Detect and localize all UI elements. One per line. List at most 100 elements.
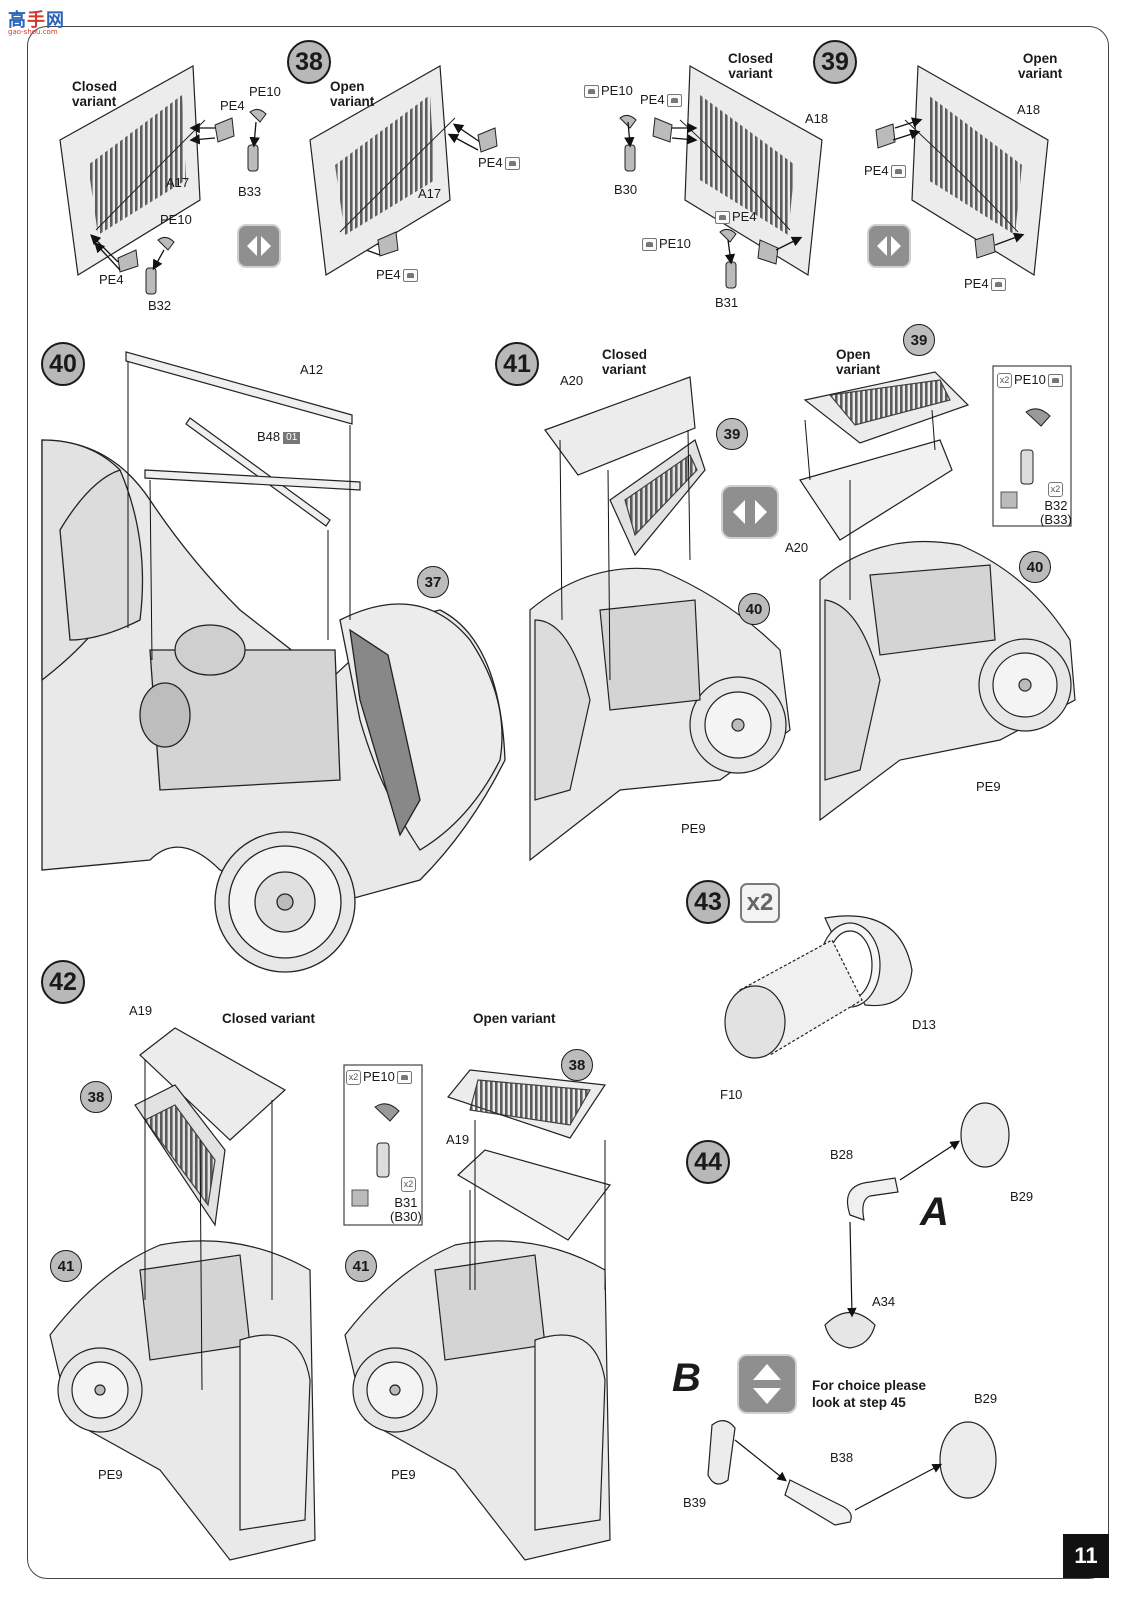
label-d13: D13 [912,1017,936,1032]
label-b29: B29 [1010,1189,1034,1204]
watermark-char-1: 高 [8,10,27,31]
step40-guide-lines [127,362,351,661]
step40-car-body [41,439,506,973]
label-pe4: PE4 [640,93,684,108]
label-pe4: PE4 [713,210,757,225]
quantity-badge: x2 [1048,482,1063,498]
label-b31: B31 [715,295,739,310]
step39-arrows [624,117,1025,265]
label-b33: B33 [238,184,262,199]
step39-open-grille-panel [875,64,1049,277]
ref-step-39-badge: 39 [716,418,748,450]
label-pe10: PE10 [640,237,691,252]
label-a17: A17 [418,186,442,201]
site-watermark: 高手网 gao-shou.com [8,6,70,38]
ref-step-39-badge-open: 39 [903,324,935,356]
step-39-badge: 39 [813,40,857,84]
step40-roof-bars [125,351,361,527]
label-a12: A12 [300,362,324,377]
label-a34: A34 [872,1294,896,1309]
step42-guide-lines [144,1060,606,1391]
step44-alternative-icon [737,1354,797,1414]
page-number: 11 [1063,1534,1109,1578]
label-pe9: PE9 [681,821,706,836]
photoetch-icon [990,278,1006,292]
photoetch-icon [396,1071,412,1085]
quantity-label: x2 [401,1177,418,1193]
step-43-quantity: x2 [740,883,780,923]
quantity-badge: x2 [346,1070,361,1086]
label-pe10: PE10 [582,84,633,99]
step42-closed-caption: Closed variant [222,1011,316,1026]
step41-closed-car [529,567,791,862]
label-b30: B30 [614,182,638,197]
label-pe4: PE4 [376,268,420,283]
label-pe4: PE4 [478,156,522,171]
label-b28: B28 [830,1147,854,1162]
ref-step-40-badge-open: 40 [1019,551,1051,583]
label-b32-b33: B32(B33) [1040,498,1072,528]
photoetch-icon [890,165,906,179]
label-pe4: PE4 [99,272,124,287]
quantity-label: x2 [1048,482,1065,498]
label-b38: B38 [830,1450,854,1465]
variant-a-letter: A [920,1190,949,1234]
watermark-char-2: 手 [27,10,46,31]
step-43-badge: 43 [686,880,730,924]
ref-step-41-badge-open: 41 [345,1250,377,1282]
quantity-badge: x2 [997,373,1012,389]
label-a19: A19 [446,1132,470,1147]
label-f10: F10 [720,1087,743,1102]
step41-guide-lines [559,409,936,681]
label-b31-b30: B31(B30) [390,1195,422,1225]
label-pe4: PE4 [964,277,1008,292]
label-a20: A20 [560,373,584,388]
watermark-url: gao-shou.com [8,28,58,36]
step41-open-bonnet [799,371,970,541]
variant-b-letter: B [672,1356,701,1400]
quantity-badge: x2 [401,1177,416,1193]
label-pe4: PE4 [220,98,245,113]
page-frame [27,26,1109,1579]
step-43-quantity-text: x2 [746,889,774,916]
step41-alternative-icon [721,485,779,539]
step42-closed-bonnet [134,1027,287,1227]
part-tag: 01 [283,431,301,444]
step41-part-inset [992,365,1072,527]
label-a19: A19 [129,1003,153,1018]
step38-closed-grille-panel [59,65,206,276]
photoetch-icon [642,238,657,252]
photoetch-icon [402,269,418,283]
photoetch-icon [666,94,682,108]
label-a17: A17 [166,175,190,190]
step42-closed-car [49,1240,316,1561]
ref-step-40-badge: 40 [738,593,770,625]
step41-closed-bonnet [544,376,706,557]
photoetch-icon [715,211,730,225]
step-38-badge: 38 [287,40,331,84]
label-b29: B29 [974,1391,998,1406]
step42-open-bonnet [446,1069,612,1241]
step-42-badge: 42 [41,960,85,1004]
ref-step-38-badge-open: 38 [561,1049,593,1081]
step43-lamp-parts [724,915,913,1059]
watermark-logo-text: 高手网 [8,6,65,32]
label-pe10: PE10 [160,212,192,227]
label-pe9: PE9 [391,1467,416,1482]
watermark-char-3: 网 [46,10,65,31]
step38-open-grille-panel [309,65,498,276]
step42-open-car [344,1240,611,1561]
step-40-badge: 40 [41,342,85,386]
photoetch-icon [584,85,599,99]
